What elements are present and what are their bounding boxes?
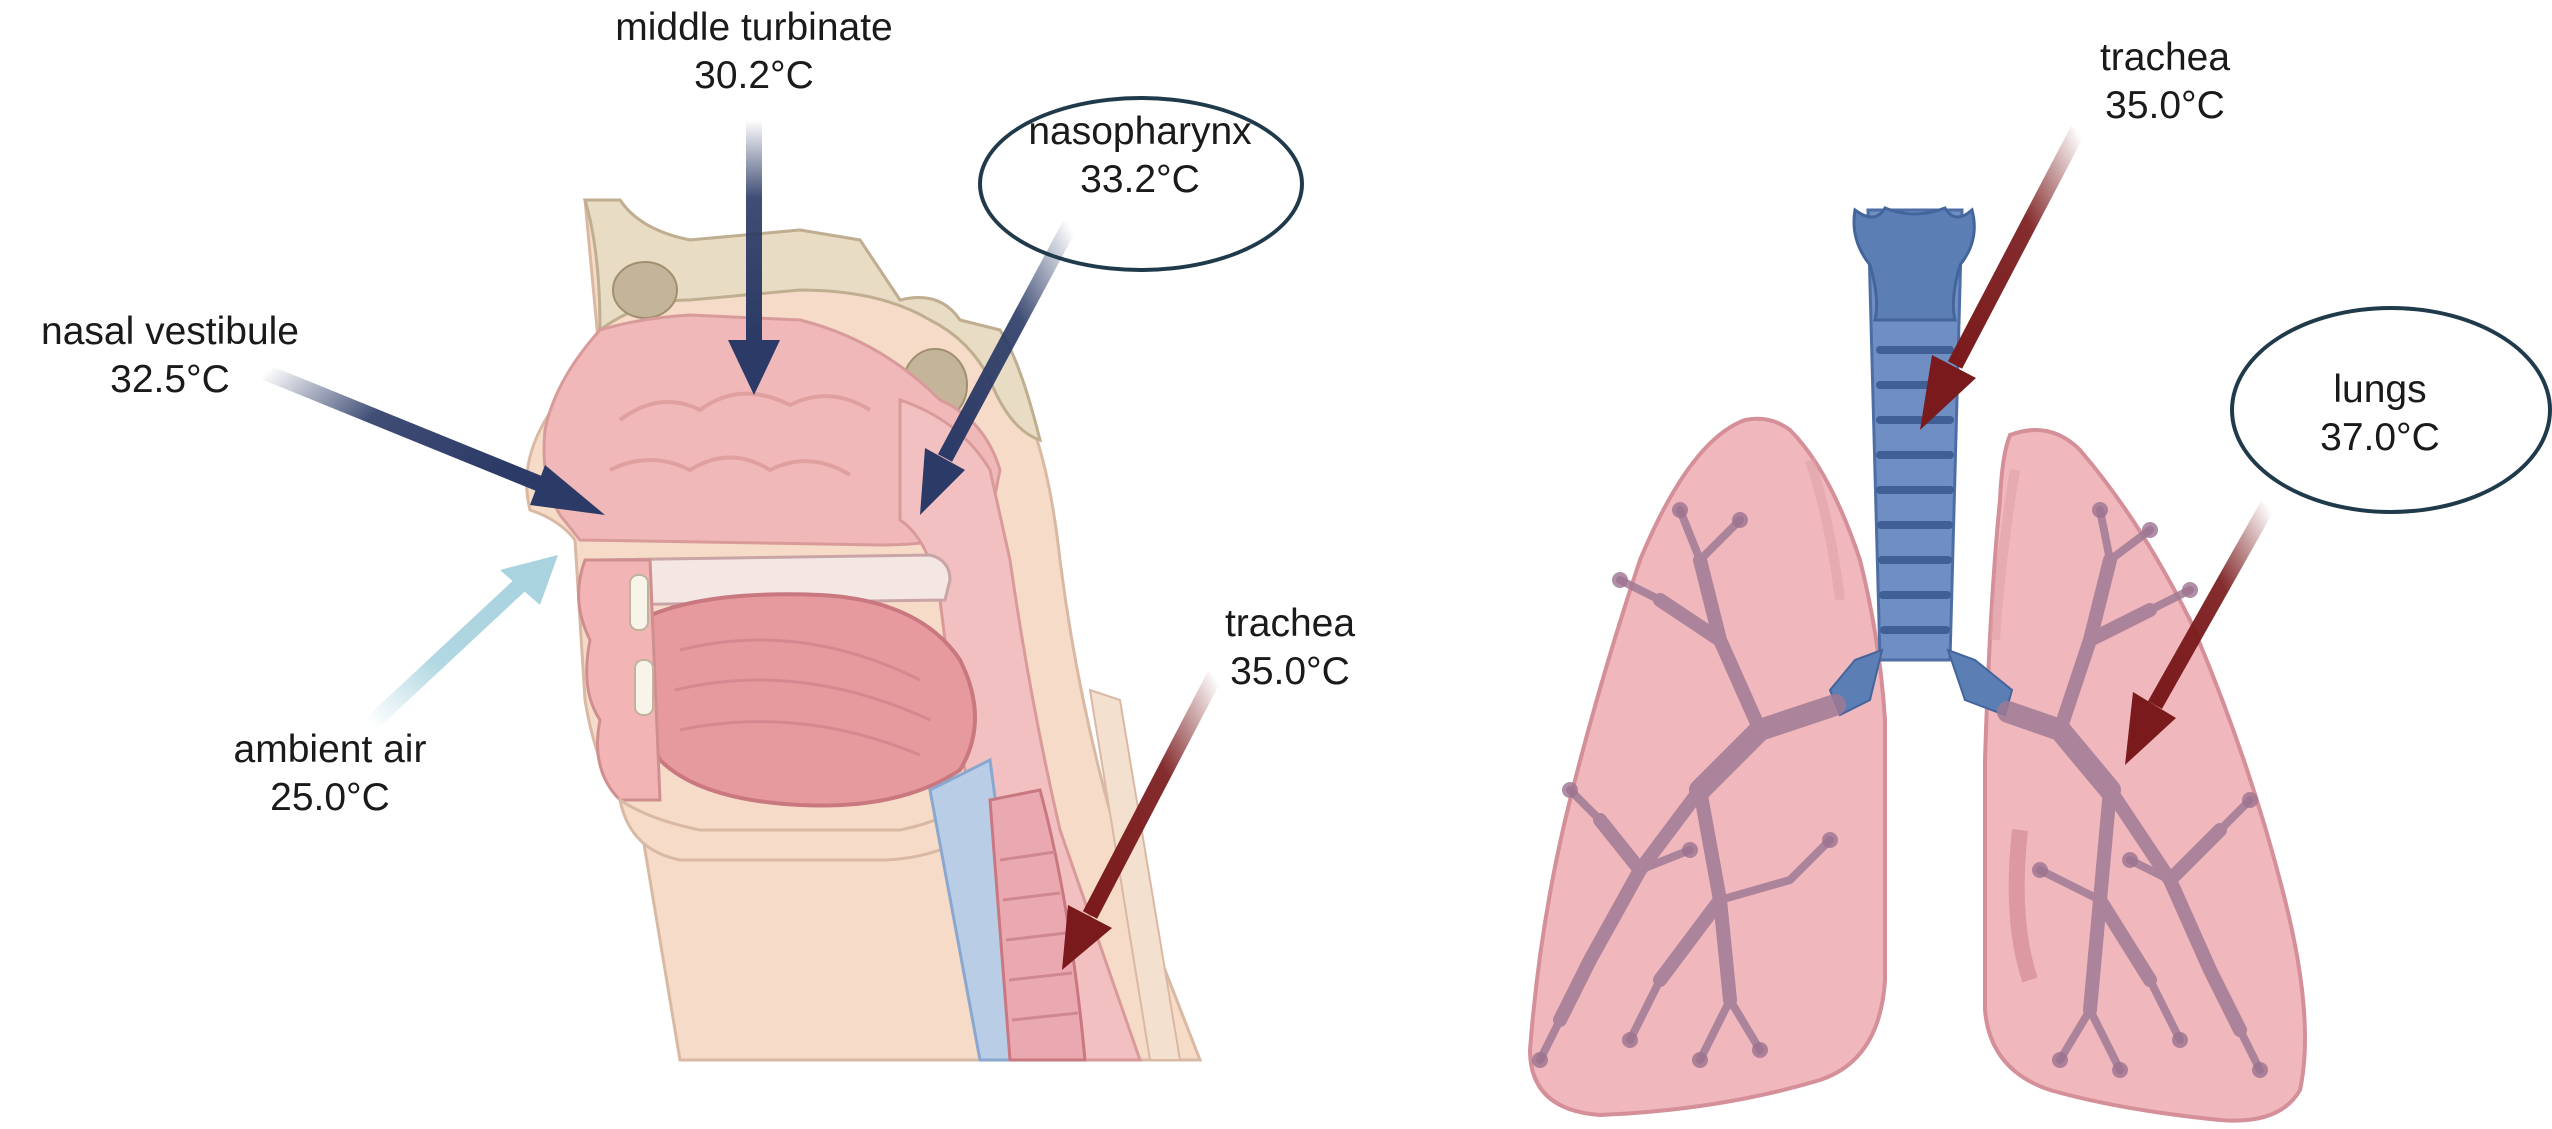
lower-tooth bbox=[635, 660, 653, 715]
label-temperature: 32.5°C bbox=[10, 356, 330, 404]
label-name: ambient air bbox=[190, 726, 470, 774]
label-temperature: 35.0°C bbox=[1180, 648, 1400, 696]
label-temperature: 25.0°C bbox=[190, 774, 470, 822]
label-nasal-vestibule: nasal vestibule 32.5°C bbox=[10, 308, 330, 404]
upper-tooth bbox=[630, 575, 648, 630]
label-name: nasal vestibule bbox=[10, 308, 330, 356]
label-name: trachea bbox=[2055, 34, 2275, 82]
label-name: nasopharynx bbox=[990, 108, 1290, 156]
frontal-sinus bbox=[613, 262, 677, 318]
label-nasopharynx: nasopharynx 33.2°C bbox=[990, 108, 1290, 204]
label-trachea-head: trachea 35.0°C bbox=[1180, 600, 1400, 696]
tongue bbox=[640, 594, 975, 805]
label-temperature: 35.0°C bbox=[2055, 82, 2275, 130]
label-middle-turbinate: middle turbinate 30.2°C bbox=[604, 4, 904, 100]
label-name: middle turbinate bbox=[604, 4, 904, 52]
label-temperature: 37.0°C bbox=[2270, 414, 2490, 462]
label-name: trachea bbox=[1180, 600, 1400, 648]
label-temperature: 33.2°C bbox=[990, 156, 1290, 204]
label-ambient-air: ambient air 25.0°C bbox=[190, 726, 470, 822]
arrow-ambient-air bbox=[370, 555, 558, 725]
label-lungs: lungs 37.0°C bbox=[2270, 366, 2490, 462]
lungs-illustration bbox=[1530, 208, 2305, 1121]
label-temperature: 30.2°C bbox=[604, 52, 904, 100]
label-trachea-lungs: trachea 35.0°C bbox=[2055, 34, 2275, 130]
label-name: lungs bbox=[2270, 366, 2490, 414]
